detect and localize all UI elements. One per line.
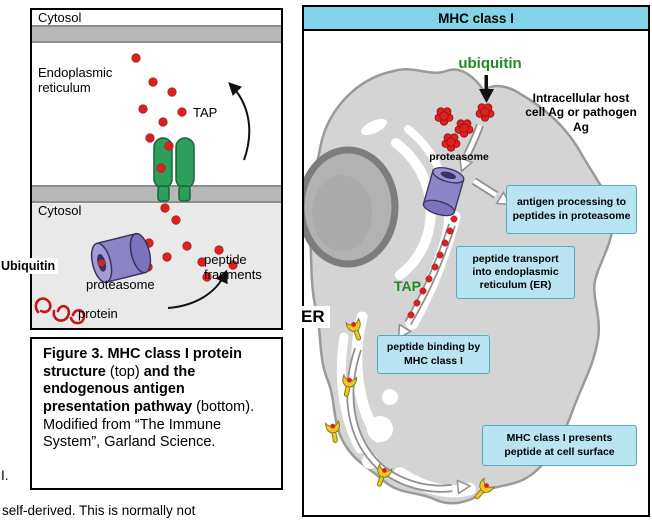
infobox-antigen-processing: antigen processing to peptides in protea… <box>506 185 637 234</box>
cytosol-region <box>32 200 281 328</box>
page-text-fragment-left: I. <box>1 468 9 483</box>
ubiquitin-label: ubiquitin <box>458 55 522 72</box>
intracellular-antigen-label: Intracellular host cell Ag or pathogen A… <box>525 91 637 134</box>
page-text-fragment-bottom: self-derived. This is normally not <box>2 503 196 518</box>
infobox-peptide-binding: peptide binding by MHC class I <box>377 335 490 374</box>
left-pathway-panel: Cytosol Endoplasmic reticulum TAP Cytoso… <box>30 8 283 330</box>
er-import-arrow <box>228 82 251 161</box>
ubiquitinated-protein-icon <box>34 297 86 325</box>
caption-bold-2: and the endogenous antigen presentation … <box>43 363 196 416</box>
ubiquitin-left-label: Ubiquitin <box>0 258 59 274</box>
protein-label: protein <box>78 306 118 321</box>
peptide-trail <box>407 215 458 319</box>
proteasome-label: proteasome <box>86 277 155 292</box>
peptide-fragments-label: peptide fragments <box>204 252 262 282</box>
figure-caption-box: Figure 3. MHC class I protein structure … <box>30 337 283 490</box>
tap-label-right: TAP <box>394 278 421 294</box>
er-membrane <box>32 185 281 203</box>
cytosol-bottom-label: Cytosol <box>38 203 82 218</box>
cytosol-top-label: Cytosol <box>38 10 82 25</box>
peptide-dots-er <box>131 53 187 173</box>
degradation-arrow <box>167 269 228 309</box>
caption-bold-1: Figure 3. MHC class I protein structure <box>43 346 243 380</box>
er-label-right: ER <box>296 306 330 328</box>
caption-normal-1: (top) <box>105 363 144 380</box>
nucleolus-shading <box>312 175 372 251</box>
left-pathway-drawing <box>32 25 281 328</box>
caption-normal-2: (bottom). Modified from “The Immune Syst… <box>43 399 255 451</box>
tap-label: TAP <box>193 105 218 120</box>
ubiquitin-pointer-arrow <box>479 75 494 103</box>
infobox-surface-presentation: MHC class I presents peptide at cell sur… <box>482 425 637 466</box>
tap-transporter-icon <box>153 137 195 202</box>
panel-title: MHC class I <box>304 7 648 31</box>
proteasome-cylinder-icon <box>422 166 465 217</box>
er-label: Endoplasmic reticulum <box>38 65 113 95</box>
proteasome-label-right: proteasome <box>429 151 489 163</box>
proteasome-cylinder-icon <box>90 232 152 284</box>
infobox-peptide-transport: peptide transport into endoplasmic retic… <box>456 246 575 299</box>
plasma-membrane <box>32 25 281 43</box>
